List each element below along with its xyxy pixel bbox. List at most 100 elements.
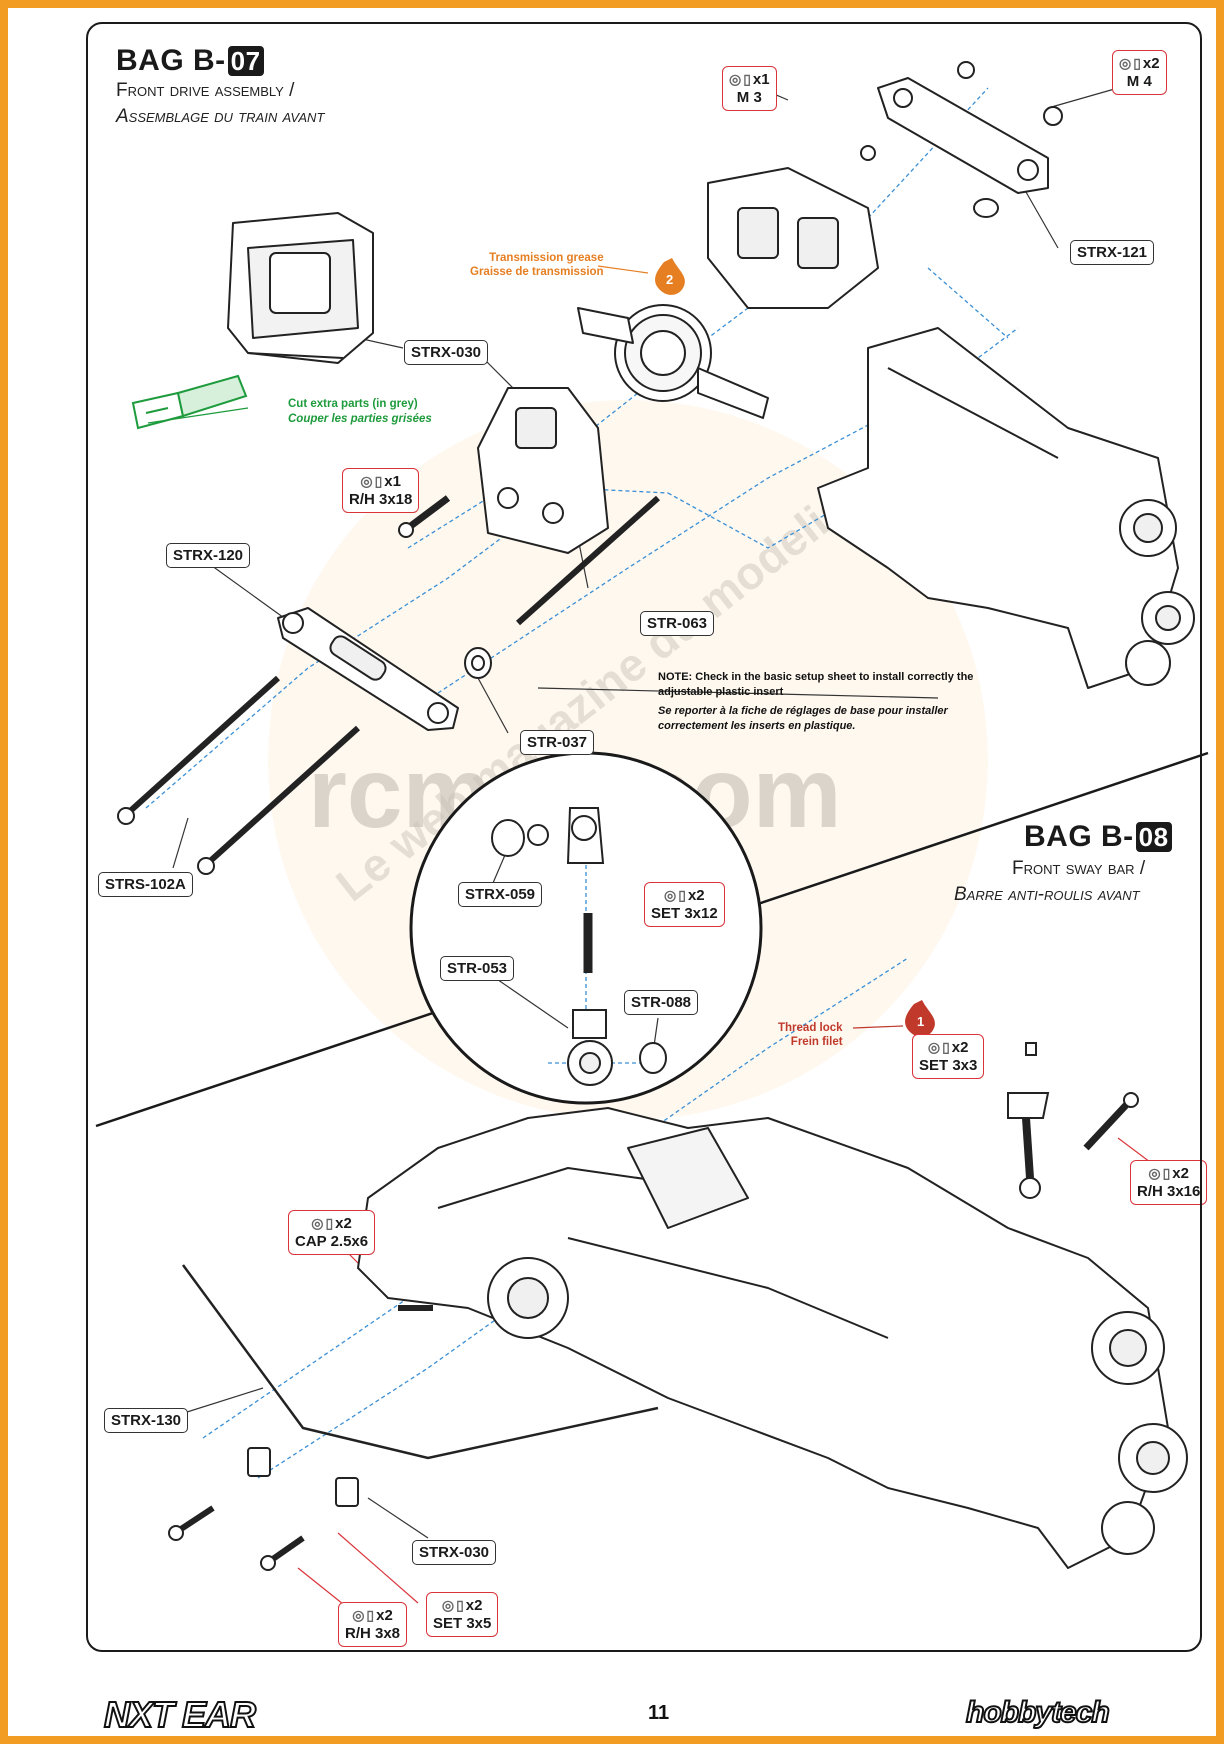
front-arm-assembly-top <box>817 327 1195 689</box>
page-number: 11 <box>648 1702 670 1724</box>
setup-note-en-2: adjustable plastic insert <box>658 686 784 698</box>
hardware-set3x3-size: SET 3x3 <box>919 1057 978 1074</box>
threadlock-leader <box>852 1025 904 1029</box>
hardware-m3-qty: x1 <box>752 71 770 88</box>
set-screw-icon: ◎▯ <box>927 1039 952 1055</box>
grease-leader <box>597 265 649 274</box>
front-assembly-bottom <box>357 1107 1188 1569</box>
differential-gear <box>577 304 769 419</box>
hardware-m4: ◎▯x2 M 4 <box>1112 50 1167 95</box>
link-and-screw <box>398 1042 1139 1311</box>
hardware-set3x12: ◎▯x2 SET 3x12 <box>644 882 725 927</box>
part-label-str088: STR-088 <box>624 990 699 1015</box>
cut-callout-en: Cut extra parts (in grey) <box>288 398 418 410</box>
set-screw-icon: ◎▯ <box>664 887 688 903</box>
hardware-set3x3-qty: x2 <box>951 1039 969 1056</box>
diff-housing-rear <box>227 212 374 364</box>
bag-b07-subtitle-fr: Assemblage du train avant <box>116 106 325 127</box>
nut-icon: ◎▯ <box>729 71 753 87</box>
hardware-m4-qty: x2 <box>1142 55 1160 72</box>
hobbytech-logo: hobbytech <box>965 1695 1111 1730</box>
bag-b07-prefix: BAG B- <box>116 44 226 77</box>
hardware-m3-size: M 3 <box>736 89 762 106</box>
threadlock-callout: Thread lock Frein filet <box>778 1021 843 1049</box>
part-label-str063: STR-063 <box>640 611 715 636</box>
grease-callout: Transmission grease Graisse de transmiss… <box>470 251 604 279</box>
step-badge-threadlock <box>905 1000 935 1037</box>
part-label-strx059: STRX-059 <box>458 882 543 907</box>
insert-str037 <box>464 647 492 679</box>
part-label-strx120: STRX-120 <box>166 543 251 568</box>
diff-housing-front <box>477 387 609 554</box>
hardware-rh3x16-qty: x2 <box>1172 1165 1189 1182</box>
hardware-rh3x8-size: R/H 3x8 <box>345 1625 401 1642</box>
bag-b08-title: BAG B-08 <box>1024 820 1172 854</box>
nuts <box>860 61 1063 218</box>
cut-callout-fr: Couper les parties grisées <box>288 413 432 425</box>
setup-note-en-1: NOTE: Check in the basic setup sheet to … <box>658 671 974 683</box>
hardware-cap25x6: ◎▯x2 CAP 2.5x6 <box>288 1210 376 1255</box>
setup-note: NOTE: Check in the basic setup sheet to … <box>658 670 973 734</box>
part-label-strx030-top: STRX-030 <box>404 340 489 365</box>
part-label-strx030-bottom: STRX-030 <box>412 1540 497 1565</box>
part-label-strx130: STRX-130 <box>104 1408 189 1433</box>
screw-icon: ◎▯ <box>352 1607 377 1623</box>
setup-note-fr-2: correctement les inserts en plastique. <box>658 720 856 732</box>
grease-callout-en: Transmission grease <box>489 252 604 264</box>
hardware-set3x5-size: SET 3x5 <box>433 1615 492 1632</box>
part-label-str053: STR-053 <box>440 956 515 981</box>
bag-b08-number: 08 <box>1135 822 1172 852</box>
bag-b08-subtitle-fr: Barre anti-roulis avant <box>954 884 1140 905</box>
hardware-rh3x18: ◎▯x1 R/H 3x18 <box>342 468 420 513</box>
grease-step-number: 2 <box>666 272 674 287</box>
hardware-rh3x18-qty: x1 <box>384 473 401 490</box>
hardware-cap25x6-qty: x2 <box>335 1215 352 1232</box>
nut-icon: ◎▯ <box>1119 55 1143 71</box>
hardware-cap25x6-size: CAP 2.5x6 <box>295 1233 369 1250</box>
part-label-strs102a: STRS-102A <box>98 872 193 897</box>
screw-icon: ◎▯ <box>360 473 385 489</box>
manual-page: rcmag.com Le web magazine du modelisme <box>8 8 1216 1736</box>
hardware-set3x5-qty: x2 <box>465 1597 483 1614</box>
hardware-set3x12-size: SET 3x12 <box>651 905 718 922</box>
part-label-str037: STR-037 <box>520 730 595 755</box>
screw-icon: ◎▯ <box>1148 1165 1173 1181</box>
brace-strx121 <box>877 77 1049 194</box>
content-frame <box>86 22 1202 1652</box>
sway-bar-mounts <box>168 1447 359 1571</box>
bulkhead <box>707 167 879 309</box>
bag-b07-number: 07 <box>227 46 264 76</box>
bag-b07-title: BAG B-07 <box>116 44 264 78</box>
hardware-rh3x8: ◎▯x2 R/H 3x8 <box>338 1602 408 1647</box>
screw-rh3x18 <box>398 495 451 538</box>
hardware-m4-size: M 4 <box>1126 73 1152 90</box>
hardware-set3x5: ◎▯x2 SET 3x5 <box>426 1592 499 1637</box>
hardware-m3: ◎▯x1 M 3 <box>722 66 777 111</box>
threadlock-callout-fr: Frein filet <box>790 1036 843 1048</box>
step-badge-grease <box>655 258 685 295</box>
hardware-set3x12-qty: x2 <box>687 887 705 904</box>
bag-b08-prefix: BAG B- <box>1024 820 1134 853</box>
setup-note-fr-1: Se reporter à la fiche de réglages de ba… <box>658 705 948 717</box>
arm-mount-strx120 <box>277 607 459 731</box>
threadlock-callout-en: Thread lock <box>778 1022 843 1034</box>
hardware-rh3x16: ◎▯x2 R/H 3x16 <box>1130 1160 1208 1205</box>
assembly-drawing <box>95 61 1209 1609</box>
hardware-rh3x8-qty: x2 <box>376 1607 393 1624</box>
detail-parts <box>491 807 667 1086</box>
threadlock-step-number: 1 <box>917 1014 925 1029</box>
hinge-pin-str063 <box>516 495 660 626</box>
cut-leader <box>147 407 249 424</box>
hinge-pins-strs102a <box>117 675 361 875</box>
part-label-strx121: STRX-121 <box>1070 240 1155 265</box>
bag-b08-subtitle-en: Front sway bar / <box>1012 858 1146 879</box>
nxt-ear-logo: NXT EAR <box>103 1693 257 1736</box>
bag-b07-subtitle-en: Front drive assembly / <box>116 80 295 101</box>
hardware-rh3x16-size: R/H 3x16 <box>1137 1183 1201 1200</box>
hardware-rh3x18-size: R/H 3x18 <box>349 491 413 508</box>
cap-screw-icon: ◎▯ <box>311 1215 336 1231</box>
sway-bar-strx130 <box>181 1264 659 1460</box>
set-screw-icon: ◎▯ <box>441 1597 466 1613</box>
hardware-set3x3: ◎▯x2 SET 3x3 <box>912 1034 985 1079</box>
grease-callout-fr: Graisse de transmission <box>470 266 604 278</box>
